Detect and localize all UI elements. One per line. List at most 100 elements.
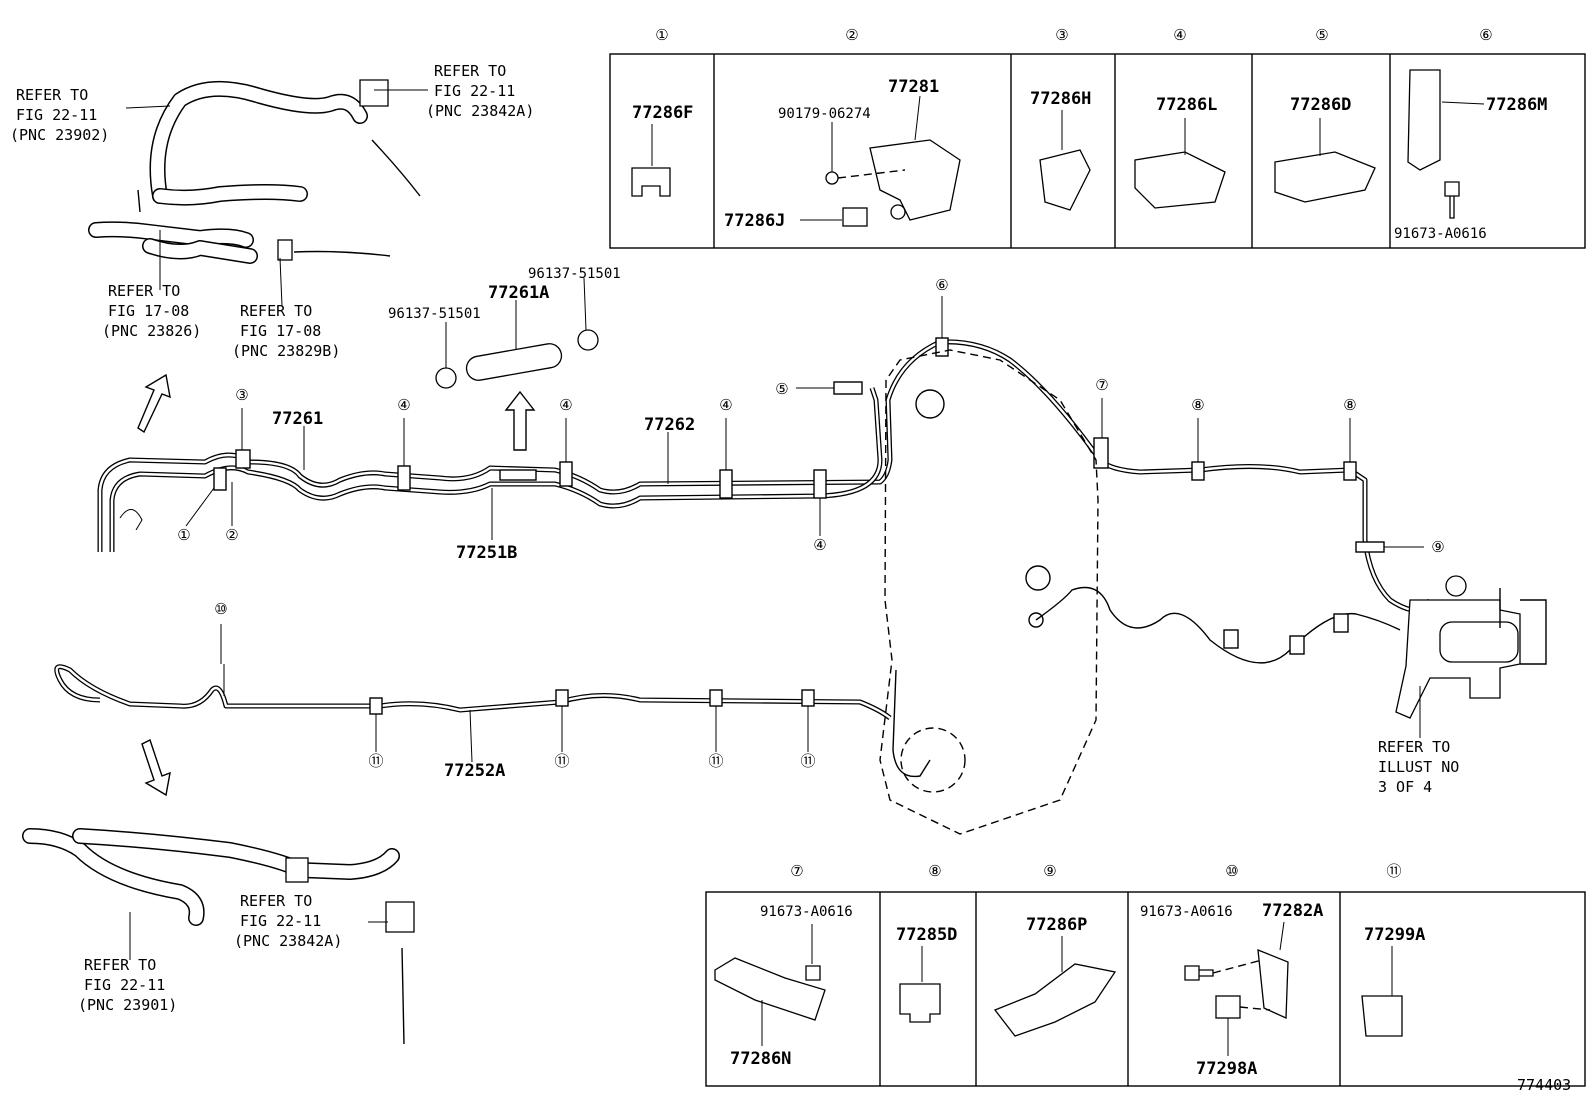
tank-port-upper [915,389,945,419]
bottom-left-hoses [22,828,415,1045]
callout-numbers: ③ ① ② ④ ④ ④ ④ ⑤ ⑥ ⑦ ⑧ ⑧ ⑨ ⑩ ⑪ ⑪ ⑪ ⑪ [177,276,1444,770]
clip-77298A-shape [1215,995,1241,1019]
bottom-col-num-10: ⑩ [1225,862,1238,880]
clip-vapor-1 [1223,629,1239,649]
callout-11d: ⑪ [800,752,815,770]
ref-23829B-line3: (PNC 23829B) [232,342,340,360]
arrow-down-left [141,739,171,797]
part-96137-51501-right: 96137-51501 [528,266,621,282]
clip-4d-upper [813,469,827,499]
top-col-num-4: ④ [1173,26,1186,44]
bottom-col-num-11: ⑪ [1386,862,1401,880]
ref-23842A-bot-line2: FIG 22-11 [240,912,321,930]
ref-23902-line3: (PNC 23902) [10,126,109,144]
clip-5-upper [833,381,863,395]
ref-23826-line2: FIG 17-08 [108,302,189,320]
part-91673-A0616-top: 91673-A0616 [1394,226,1487,242]
ref-illust-line1: REFER TO [1378,738,1450,756]
top-left-hoses [88,79,428,307]
top-col-num-3: ③ [1055,26,1068,44]
clip-77286J-shape [842,207,868,227]
clip-77286D-shape [1274,151,1376,203]
clip-1-upper [213,467,227,491]
part-77286N: 77286N [730,1049,791,1069]
callout-11c: ⑪ [708,752,723,770]
callout-10: ⑩ [214,600,227,618]
callout-11a: ⑪ [368,752,383,770]
bracket-77286P-shape [993,963,1117,1037]
callout-6: ⑥ [935,276,948,294]
clip-vapor-2 [1289,635,1305,655]
clip-77286M-shape [1407,69,1441,171]
part-77298A: 77298A [1196,1059,1257,1079]
ref-note-23826: REFER TO FIG 17-08 (PNC 23826) [102,282,201,340]
part-77286P: 77286P [1026,915,1087,935]
bolt-91673-b10-shape [1184,965,1214,981]
part-91673-A0616-b7: 91673-A0616 [760,904,853,920]
part-77261: 77261 [272,409,323,429]
bottom-parts-table: ⑦ ⑧ ⑨ ⑩ ⑪ 91673-A0616 77286N 77285D 7728… [705,862,1586,1087]
upper-fuel-line [97,337,1433,613]
ref-23901-line3: (PNC 23901) [78,996,177,1014]
hose-23829B [293,250,391,257]
top-col-num-1: ① [655,26,668,44]
part-91673-A0616-b10: 91673-A0616 [1140,904,1233,920]
part-96137-51501-left: 96137-51501 [388,306,481,322]
ref-note-23901: REFER TO FIG 22-11 (PNC 23901) [78,956,177,1014]
part-77262: 77262 [644,415,695,435]
callout-5: ⑤ [775,380,788,398]
clip-77286H-shape [1039,149,1091,211]
clip-23842A-bot [385,901,415,933]
part-77286L: 77286L [1156,95,1217,115]
ref-illust-line3: 3 OF 4 [1378,778,1432,796]
top-parts-table: ① ② ③ ④ ⑤ ⑥ 77286F 77281 90179-06274 772… [609,26,1586,249]
clip-3-upper [235,449,251,469]
top-col-num-5: ⑤ [1315,26,1328,44]
hose-77261A [465,343,563,381]
bracket-77286N-shape [714,957,826,1021]
part-77286H: 77286H [1030,89,1091,109]
clip-4b-upper [559,461,573,487]
callout-3: ③ [235,386,248,404]
clip-77286F-shape [631,167,671,197]
tank-port-lower [1025,565,1051,591]
part-90179-06274: 90179-06274 [778,106,871,122]
hose-set-77261A [435,277,599,451]
rear-canister-assembly [1395,575,1547,738]
ref-note-illust: REFER TO ILLUST NO 3 OF 4 [1378,738,1459,796]
clip-vapor-3 [1333,613,1349,633]
bottom-table-frame [705,891,1586,1087]
callout-2: ② [225,526,238,544]
clip-bottom-hose [285,857,309,883]
clip-4c-upper [719,469,733,499]
clamp-96137-left [435,367,457,389]
part-77299A: 77299A [1364,925,1425,945]
fuel-tank-outline [879,349,1401,835]
clip-77299A-shape [1361,995,1403,1037]
clip-23829B [277,239,293,261]
part-77281: 77281 [888,77,939,97]
clip-11b-lower [555,689,569,707]
canister-frame [1499,588,1547,665]
bolt-91673-top-shape [1444,181,1460,219]
part-77252A: 77252A [444,761,505,781]
part-77282A: 77282A [1262,901,1323,921]
canister-body [1439,621,1519,663]
clip-11d-lower [801,689,815,707]
clip-6-upper [935,337,949,357]
ref-23902-line1: REFER TO [16,86,88,104]
bottom-col-num-8: ⑧ [928,862,941,880]
clip-7-upper [1093,437,1109,469]
bottom-col-num-9: ⑨ [1043,862,1056,880]
callout-4d: ④ [813,536,826,554]
ref-23842A-bot-line3: (PNC 23842A) [234,932,342,950]
bracket-77281-shape [869,139,961,221]
callout-8b: ⑧ [1343,396,1356,414]
part-77286D: 77286D [1290,95,1351,115]
tank-filler-pipe [892,669,931,778]
callout-9: ⑨ [1431,538,1444,556]
ref-23902-line2: FIG 22-11 [16,106,97,124]
ref-23829B-line2: FIG 17-08 [240,322,321,340]
callout-leaders [185,296,1424,763]
ref-note-23829B: REFER TO FIG 17-08 (PNC 23829B) [232,302,340,360]
